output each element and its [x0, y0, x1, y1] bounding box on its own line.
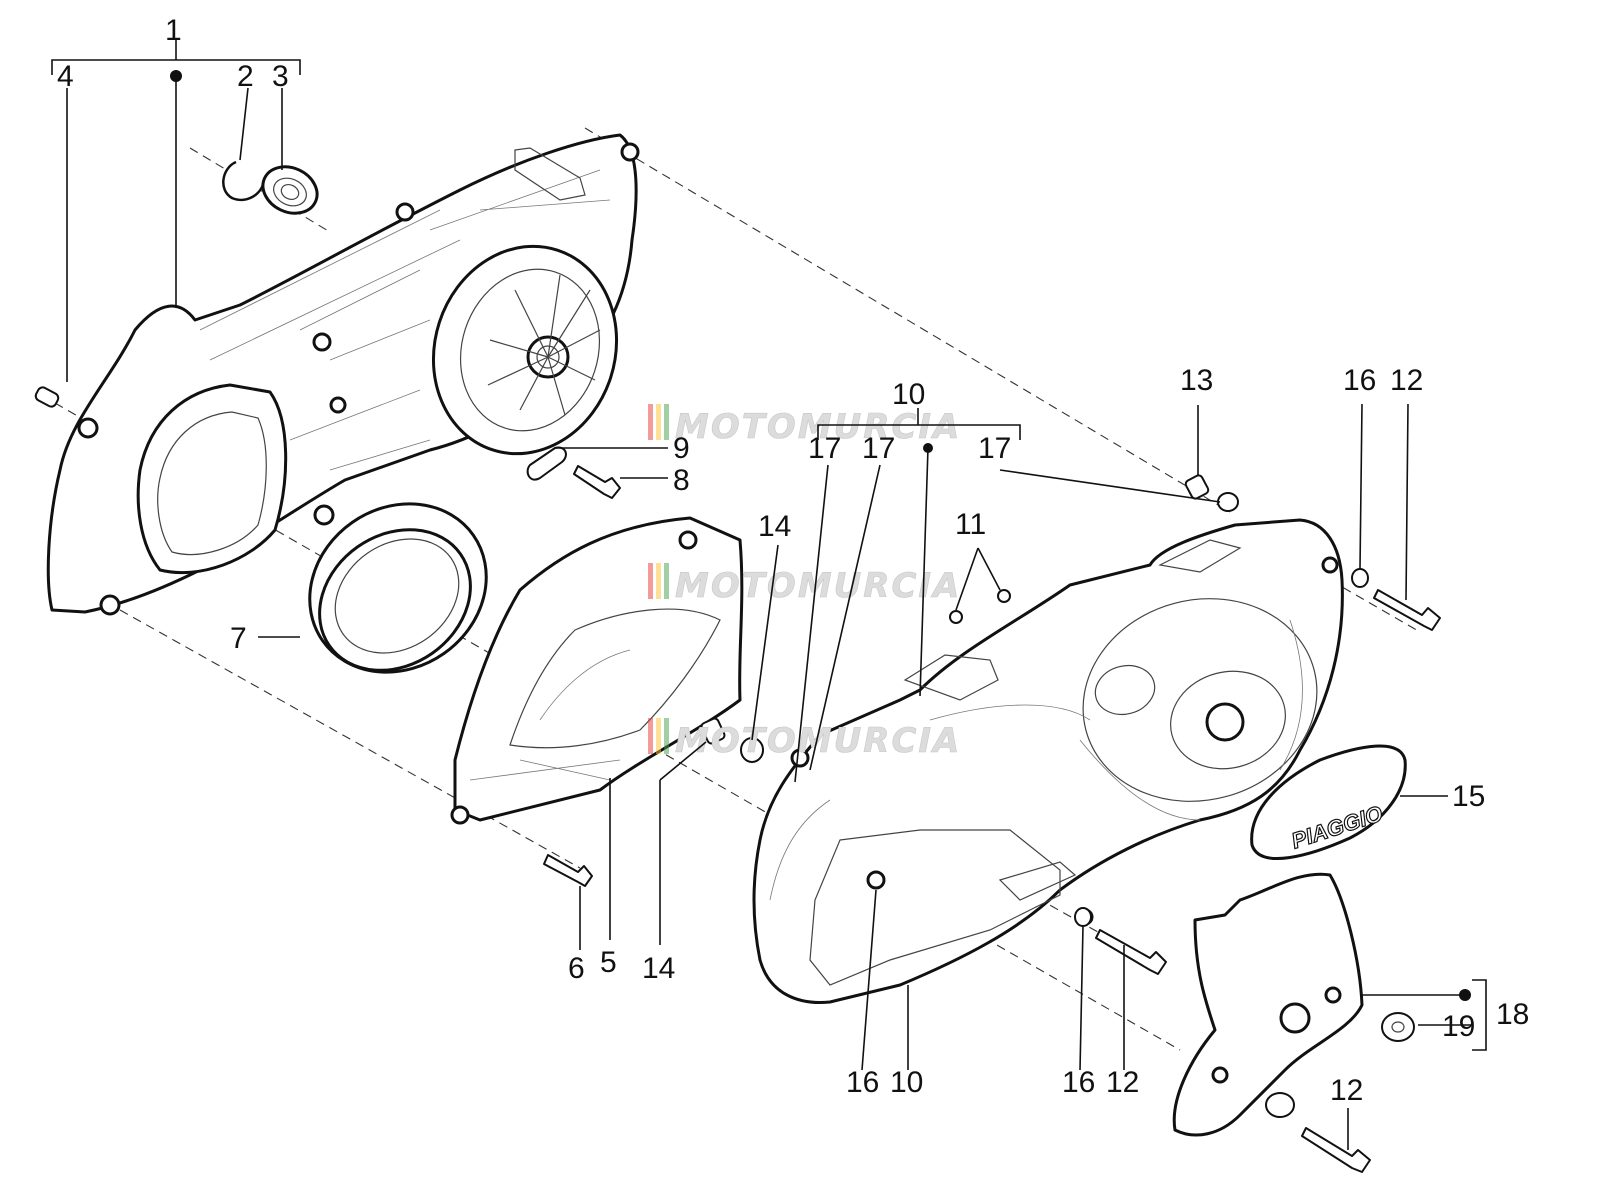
watermark-bottom: MOTOMURCIA	[648, 718, 961, 761]
callout-16-bottom: 16	[846, 1066, 879, 1099]
callout-19: 19	[1442, 1010, 1475, 1043]
callout-14-lower: 14	[642, 952, 675, 985]
washers-and-bolts	[1074, 568, 1441, 1173]
callout-5: 5	[600, 946, 617, 979]
callout-1: 1	[165, 14, 182, 47]
callout-12-bottom: 12	[1106, 1066, 1139, 1099]
inner-cover	[450, 516, 744, 825]
guard-bracket	[1172, 872, 1415, 1137]
callout-6: 6	[568, 952, 585, 985]
callout-9: 9	[673, 432, 690, 465]
bracket-and-screw	[526, 446, 621, 499]
watermark-middle: MOTOMURCIA	[648, 563, 961, 606]
callout-15: 15	[1452, 780, 1485, 813]
callout-12-bracket: 12	[1330, 1074, 1363, 1107]
clips	[949, 589, 1011, 624]
watermark-text: MOTOMURCIA	[675, 566, 961, 606]
callout-16-top: 16	[1343, 364, 1376, 397]
callout-4: 4	[57, 60, 74, 93]
callout-10-top: 10	[892, 378, 925, 411]
filter-sleeve	[308, 502, 488, 674]
callout-17-a: 17	[808, 432, 841, 465]
callout-labels: 1 2 3 4 5 6 7 8 9 10 10 11 12 12 12 13 1…	[57, 14, 1529, 1107]
callout-8: 8	[673, 464, 690, 497]
callout-12-top: 12	[1390, 364, 1423, 397]
callout-14-upper: 14	[758, 510, 791, 543]
bushing-and-grommet	[700, 717, 764, 763]
watermark-text: MOTOMURCIA	[675, 407, 961, 447]
callout-17-c: 17	[978, 432, 1011, 465]
screw	[543, 854, 593, 887]
callout-13: 13	[1180, 364, 1213, 397]
callout-18: 18	[1496, 998, 1529, 1031]
callout-11: 11	[955, 508, 986, 541]
callout-3: 3	[272, 60, 289, 93]
bushing	[1184, 474, 1239, 512]
callout-7: 7	[230, 622, 247, 655]
left-crankcase-cover	[46, 133, 640, 616]
callout-17-b: 17	[862, 432, 895, 465]
dowel-pin	[34, 386, 60, 408]
circlip-and-bearing	[222, 160, 319, 215]
leader-lines	[51, 40, 1487, 1150]
callout-2: 2	[237, 60, 254, 93]
callout-10-bottom: 10	[890, 1066, 923, 1099]
watermark-text: MOTOMURCIA	[675, 721, 961, 761]
callout-16-right: 16	[1062, 1066, 1095, 1099]
watermark-top: MOTOMURCIA	[648, 404, 961, 447]
